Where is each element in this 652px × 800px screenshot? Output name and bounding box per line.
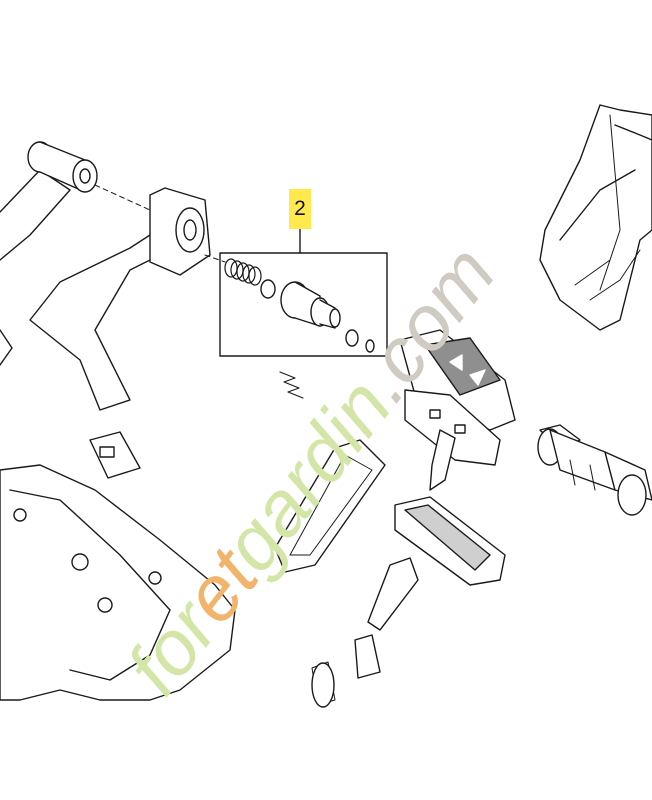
switch-cover — [399, 329, 516, 431]
handle-bracket — [0, 141, 211, 411]
housing-left — [0, 464, 236, 701]
latch — [89, 431, 141, 479]
spring — [224, 258, 262, 286]
part-2-callout-box — [219, 228, 388, 357]
light-strip — [274, 439, 386, 573]
circuit-board — [404, 389, 501, 491]
part-number-label: 2 — [289, 189, 311, 229]
motor-shaft — [537, 424, 652, 516]
small-spring — [279, 371, 304, 399]
valve-body — [280, 281, 341, 329]
clip — [365, 339, 375, 353]
housing-right — [539, 104, 652, 331]
washer — [345, 329, 359, 347]
battery-cover — [394, 496, 506, 586]
o-ring — [260, 279, 276, 299]
trigger — [311, 557, 419, 708]
